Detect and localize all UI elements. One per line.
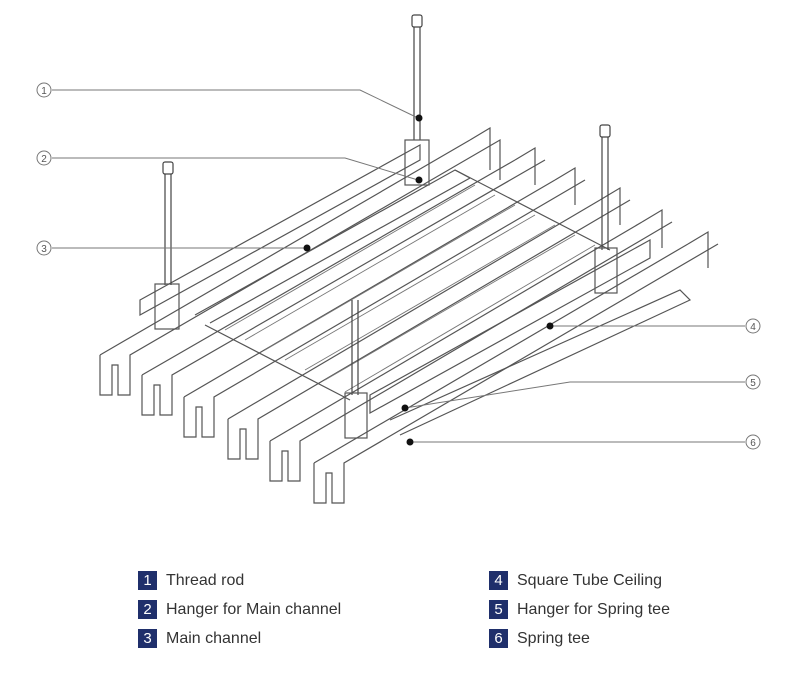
spring-tee bbox=[194, 169, 692, 436]
svg-text:6: 6 bbox=[750, 438, 756, 449]
legend-item: 2 Hanger for Main channel bbox=[138, 595, 341, 624]
callout-1: 1 bbox=[36, 82, 52, 98]
legend-item: 5 Hanger for Spring tee bbox=[489, 595, 670, 624]
legend-number: 4 bbox=[489, 571, 508, 590]
legend-left: 1 Thread rod 2 Hanger for Main channel 3 Ma… bbox=[138, 566, 341, 653]
legend-number: 6 bbox=[489, 629, 508, 648]
legend-number: 3 bbox=[138, 629, 157, 648]
square-tube-group bbox=[99, 126, 719, 504]
svg-text:2: 2 bbox=[41, 154, 47, 165]
legend-item: 1 Thread rod bbox=[138, 566, 341, 595]
ceiling-assembly-diagram: 1 2 3 4 5 6 bbox=[36, 14, 761, 504]
legend-number: 2 bbox=[138, 600, 157, 619]
callout-6: 6 bbox=[745, 434, 761, 450]
callout-5: 5 bbox=[745, 374, 761, 390]
legend-text: Square Tube Ceiling bbox=[517, 571, 662, 589]
legend-item: 6 Spring tee bbox=[489, 624, 670, 653]
callout-4: 4 bbox=[745, 318, 761, 334]
legend-text: Main channel bbox=[166, 629, 262, 647]
legend-item: 4 Square Tube Ceiling bbox=[489, 566, 670, 595]
legend-item: 3 Main channel bbox=[138, 624, 341, 653]
legend-right: 4 Square Tube Ceiling 5 Hanger for Spring … bbox=[489, 566, 670, 653]
callout-2: 2 bbox=[36, 150, 52, 166]
legend-number: 5 bbox=[489, 600, 508, 619]
main-channel bbox=[139, 143, 651, 415]
callout-3: 3 bbox=[36, 240, 52, 256]
legend-text: Hanger for Spring tee bbox=[517, 600, 670, 618]
svg-text:4: 4 bbox=[750, 322, 756, 333]
svg-text:3: 3 bbox=[41, 244, 47, 255]
svg-text:5: 5 bbox=[750, 378, 756, 389]
thread-rod-group bbox=[162, 14, 611, 395]
legend-text: Thread rod bbox=[166, 571, 245, 589]
svg-text:1: 1 bbox=[41, 86, 47, 97]
hanger-group bbox=[154, 139, 618, 439]
legend-number: 1 bbox=[138, 571, 157, 590]
legend-text: Hanger for Main channel bbox=[166, 600, 342, 618]
legend-text: Spring tee bbox=[517, 629, 590, 647]
